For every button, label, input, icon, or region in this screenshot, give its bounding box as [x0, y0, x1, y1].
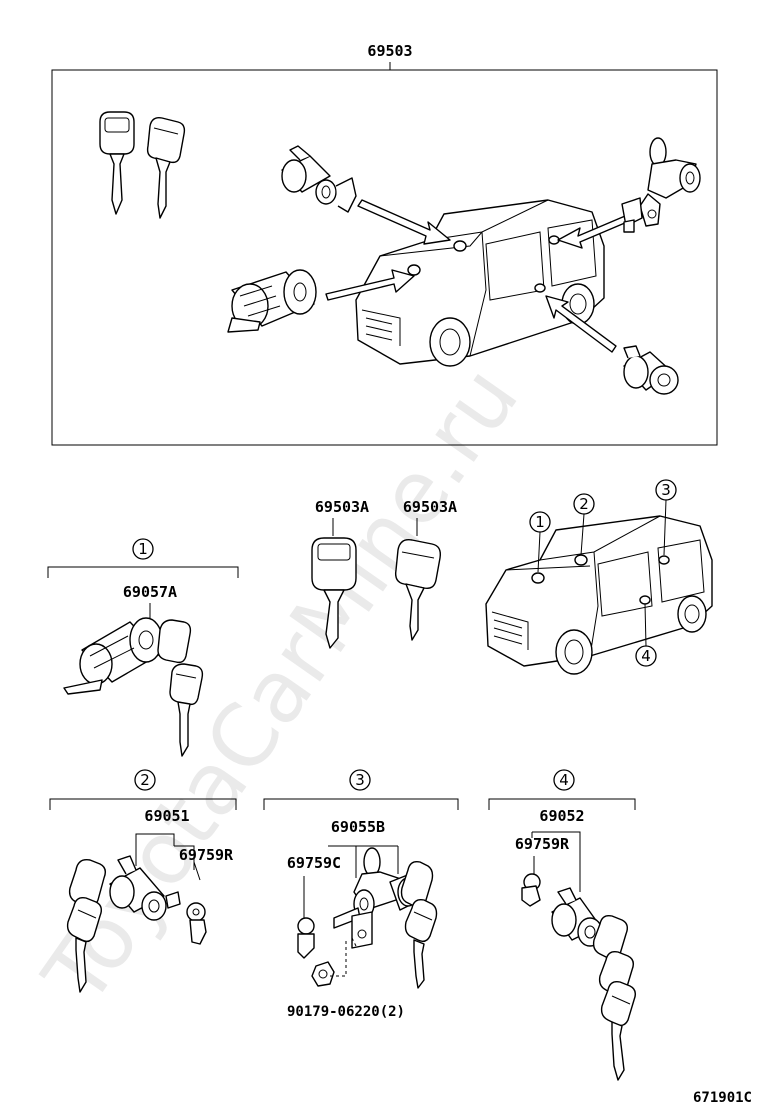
group-4-sub-part[interactable]: 69759R	[515, 835, 570, 853]
arrow-upper-lock	[357, 199, 451, 245]
group-4-leaders	[531, 831, 581, 892]
arrow-side-door	[545, 295, 617, 353]
svg-text:4: 4	[559, 771, 569, 789]
arrow-ignition	[325, 269, 415, 301]
valet-key-icon	[146, 116, 186, 219]
svg-text:1: 1	[535, 513, 545, 531]
side-door-lock-icon	[623, 345, 679, 395]
valet-key-icon	[394, 539, 442, 641]
group-3-sub-part[interactable]: 69759C	[287, 854, 341, 872]
group-2-sub-leader	[193, 861, 201, 881]
assembly-frame	[51, 69, 718, 446]
svg-text:2: 2	[140, 771, 150, 789]
figure-code: 671901C	[693, 1090, 752, 1106]
key-part-label-right[interactable]: 69503A	[403, 498, 457, 516]
watermark: ToyotaCarMine.ru	[25, 349, 538, 1023]
group-3-leaders	[328, 845, 399, 878]
group-3-main-part[interactable]: 69055B	[331, 818, 385, 836]
group-2-header: 2	[49, 769, 237, 810]
svg-text:1: 1	[138, 540, 148, 558]
lock-retainer-icon	[186, 902, 207, 945]
group-3-dashed-leader	[330, 937, 357, 977]
lock-retainer-icon	[297, 917, 315, 959]
lock-retainer-icon	[521, 873, 541, 907]
locator-callout-3: 3	[655, 479, 677, 556]
door-lock-cylinder-upper-icon	[281, 145, 357, 213]
locator-callout-2: 2	[573, 493, 595, 556]
svg-text:2: 2	[579, 495, 589, 513]
key-part-label-left[interactable]: 69503A	[315, 498, 369, 516]
master-key-icon	[99, 111, 135, 215]
group-3-extra-part[interactable]: 90179-06220(2)	[287, 1004, 405, 1020]
svg-text:4: 4	[641, 647, 651, 665]
back-door-lock-icon	[621, 137, 701, 233]
assembly-part-number[interactable]: 69503	[367, 42, 412, 60]
back-door-lock-assembly-icon	[333, 847, 438, 989]
svg-text:3: 3	[355, 771, 365, 789]
vehicle-locator-illustration	[485, 515, 713, 675]
group-2-sub-part[interactable]: 69759R	[179, 846, 234, 864]
ignition-cylinder-icon	[227, 269, 317, 333]
svg-text:3: 3	[661, 481, 671, 499]
master-key-icon	[311, 537, 357, 649]
group-3-header: 3	[263, 769, 459, 810]
group-1-part-number[interactable]: 69057A	[123, 583, 177, 601]
group-4-header: 4	[488, 769, 636, 810]
group-2-main-part[interactable]: 69051	[144, 807, 189, 825]
door-lock-cylinder-icon	[551, 887, 637, 1081]
screw-icon	[311, 961, 335, 987]
locator-callout-1: 1	[529, 511, 551, 573]
ignition-lock-cylinder-icon	[63, 617, 204, 757]
door-lock-cylinder-icon	[66, 855, 181, 993]
group-1-header: 1	[47, 538, 239, 578]
group-4-main-part[interactable]: 69052	[539, 807, 584, 825]
locator-callout-4: 4	[635, 603, 657, 667]
